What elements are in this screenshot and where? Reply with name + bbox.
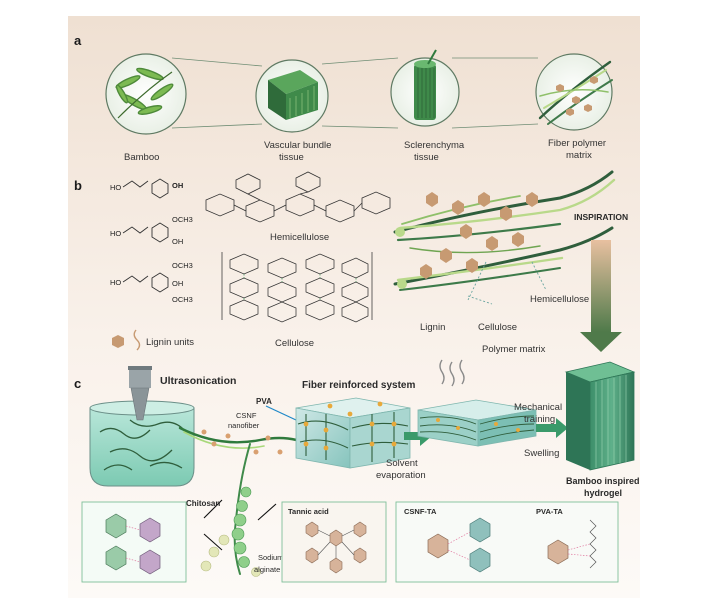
svg-text:OH: OH [172, 279, 183, 288]
sclerenchyma-circle [390, 49, 460, 127]
label-cellulose: Cellulose [275, 338, 314, 349]
svg-text:HO: HO [110, 229, 121, 238]
bracket-lines [203, 499, 277, 551]
label-scler-line2: tissue [414, 152, 439, 163]
hemicellulose-structure [205, 171, 391, 223]
chitosan-beads [231, 486, 252, 568]
label-csnf-line1: CSNF [236, 411, 257, 420]
molecule-box-csnf-pva-ta [395, 501, 619, 583]
label-inspiration: INSPIRATION [574, 212, 628, 222]
label-csnf-line2: nanofiber [228, 421, 260, 430]
label-hydrogel-line1: Bamboo inspired [566, 476, 640, 486]
label-sodium-line2: alginate [254, 565, 280, 574]
lignin-monomer-3: HO OCH3 OH OCH3 [110, 261, 193, 304]
ultrasonication-probe [128, 366, 152, 421]
compressed-film [417, 399, 537, 447]
label-scler-line1: Sclerenchyma [404, 140, 465, 151]
label-ultrasonication: Ultrasonication [160, 375, 236, 387]
label-solvent-line1: Solvent [386, 458, 418, 469]
label-csnf-ta: CSNF-TA [404, 507, 437, 516]
vascular-bundle-circle [255, 59, 329, 133]
label-hydrogel-line2: hydrogel [584, 488, 622, 498]
training-arrow [536, 418, 568, 438]
label-tannic-acid: Tannic acid [288, 507, 329, 516]
cellulose-hbonds [243, 274, 357, 300]
tannic-particles-fiber [201, 429, 283, 455]
svg-text:OCH3: OCH3 [172, 215, 193, 224]
svg-text:HO: HO [110, 278, 121, 287]
label-pva: PVA [256, 397, 272, 406]
panel-label-b: b [74, 178, 82, 193]
label-fiber-line2: matrix [566, 150, 592, 161]
panel-label-c: c [74, 376, 81, 391]
label-sodium-line1: Sodium [258, 553, 283, 562]
pva-pointer [265, 405, 297, 421]
label-mech-line1: Mechanical [514, 402, 562, 413]
fiber-network-b [393, 170, 616, 291]
lignin-monomer-1: HO OH [110, 178, 183, 199]
inspiration-arrow [580, 240, 622, 352]
label-callout-cellulose: Cellulose [478, 322, 517, 333]
label-pva-ta: PVA-TA [536, 507, 563, 516]
label-callout-hemicellulose: Hemicellulose [530, 294, 589, 305]
lignin-hexagons-b [420, 192, 538, 279]
label-vascular-line2: tissue [279, 152, 304, 163]
svg-text:HO: HO [110, 183, 121, 192]
hydrogel-block [564, 361, 636, 471]
svg-text:OCH3: OCH3 [172, 261, 193, 270]
alginate-beads [200, 534, 261, 577]
label-fiber-line1: Fiber polymer [548, 138, 606, 149]
svg-text:OH: OH [172, 181, 183, 190]
label-swelling: Swelling [524, 448, 559, 459]
label-vascular-line1: Vascular bundle [264, 140, 331, 151]
lignin-units-legend: Lignin units [112, 329, 194, 351]
heat-waves [439, 359, 465, 387]
fiber-reinforced-block [295, 397, 411, 469]
label-lignin-units: Lignin units [146, 337, 194, 348]
label-mech-line2: training [524, 414, 555, 425]
label-chitosan: Chitosan [186, 499, 220, 508]
panel-label-a: a [74, 33, 82, 48]
label-callout-lignin: Lignin [420, 322, 445, 333]
network-callout-lines [467, 261, 547, 305]
svg-text:OH: OH [172, 237, 183, 246]
molecule-box-tannic-acid [281, 501, 387, 583]
label-polymer-matrix: Polymer matrix [482, 344, 546, 355]
panel-a-connectors [171, 57, 539, 129]
lignin-monomer-2: HO OCH3 OH [110, 215, 193, 246]
molecule-box-chitosan-alginate [81, 501, 187, 583]
label-solvent-line2: evaporation [376, 470, 426, 481]
label-fiber-reinforced: Fiber reinforced system [302, 380, 415, 391]
svg-text:OCH3: OCH3 [172, 295, 193, 304]
bamboo-circle [105, 53, 187, 135]
label-hemicellulose: Hemicellulose [270, 232, 329, 243]
fiber-matrix-circle [535, 53, 613, 131]
label-bamboo: Bamboo [124, 152, 159, 163]
